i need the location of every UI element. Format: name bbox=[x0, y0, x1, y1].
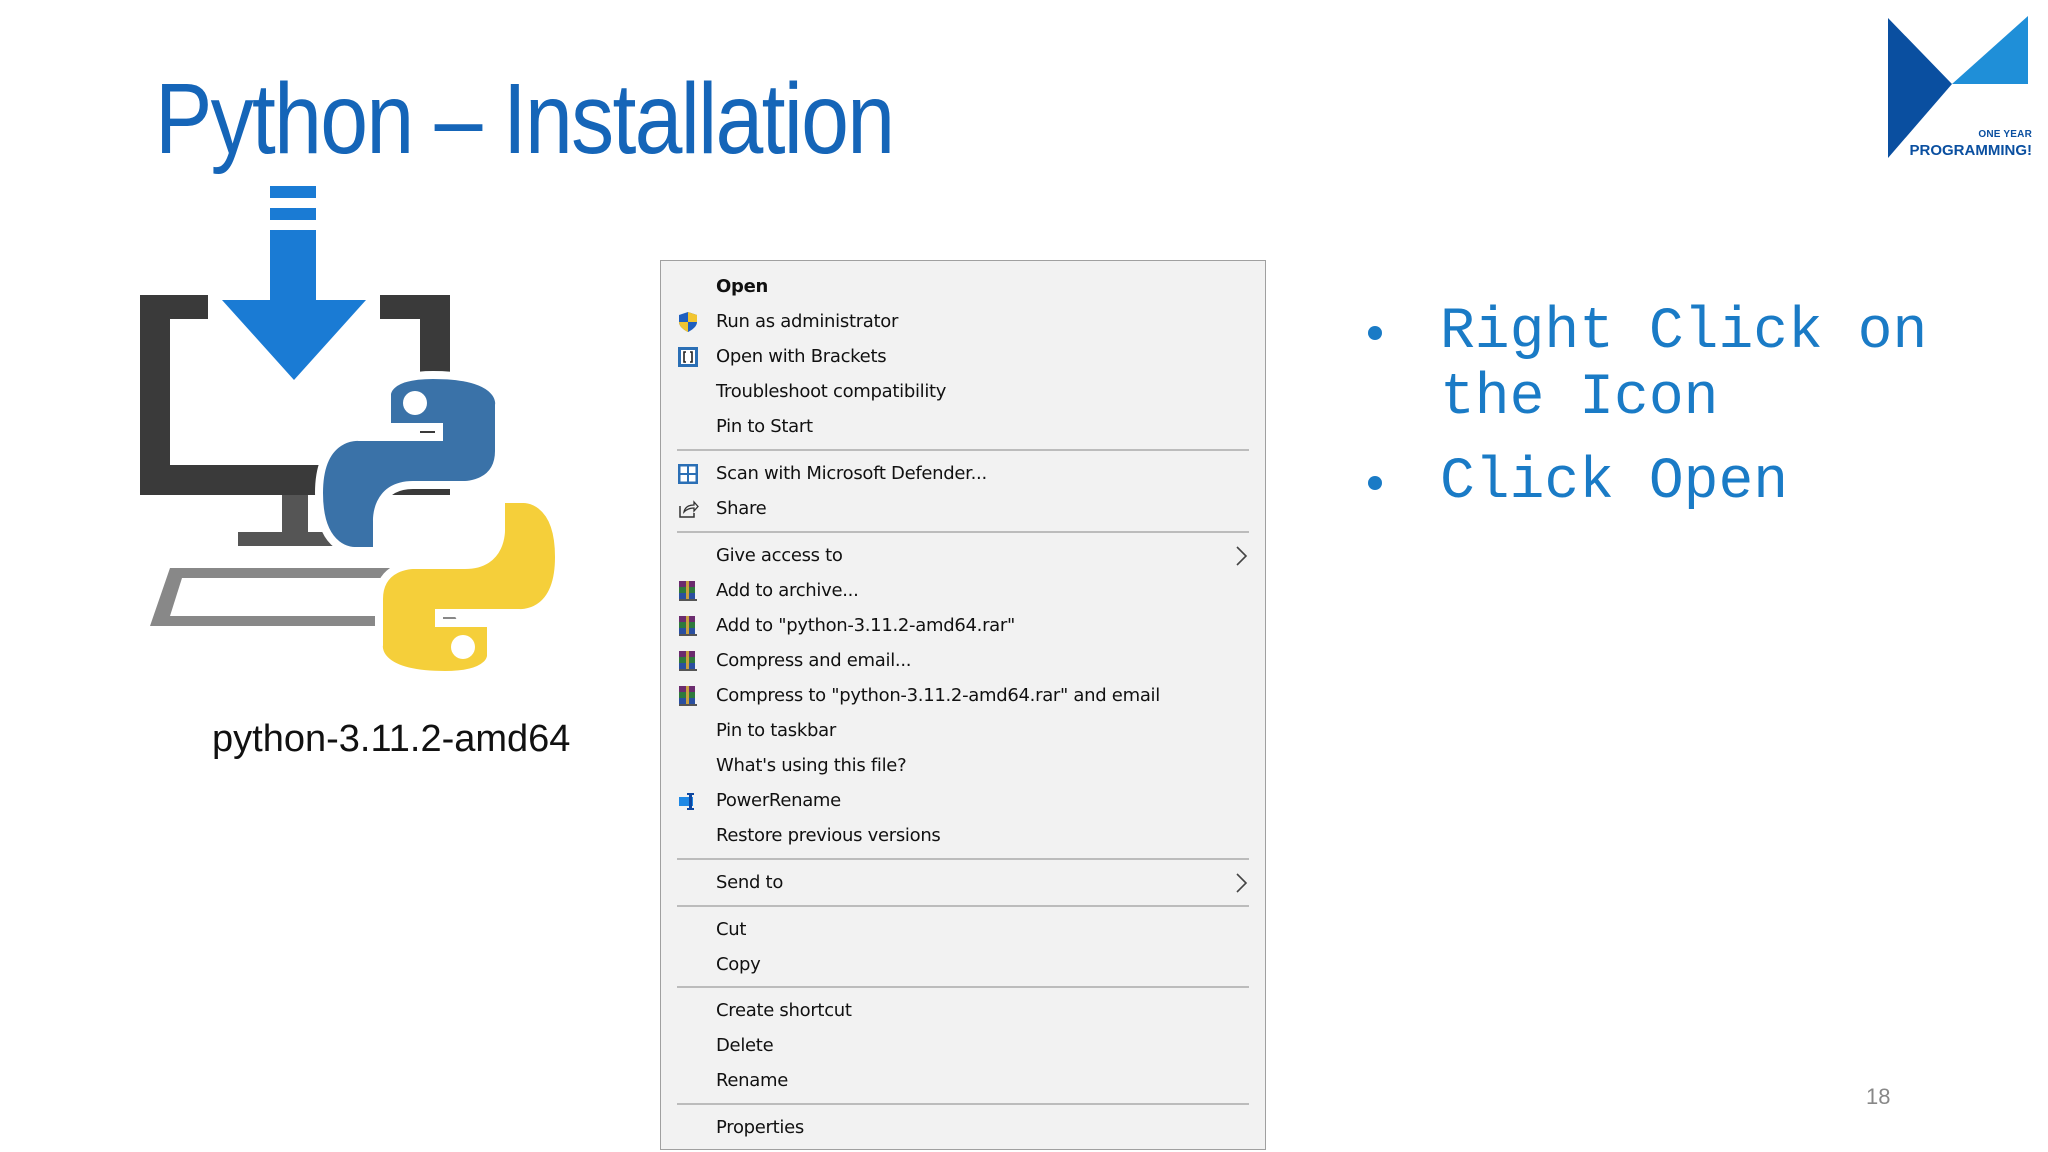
menu-item-cut[interactable]: Cut bbox=[661, 912, 1265, 947]
menu-item-add-to-archive[interactable]: Add to archive... bbox=[661, 573, 1265, 608]
menu-item-compress-and-email[interactable]: Compress and email... bbox=[661, 643, 1265, 678]
menu-item-label: Troubleshoot compatibility bbox=[716, 381, 947, 402]
monitor-icon bbox=[140, 295, 460, 626]
menu-item-label: Copy bbox=[716, 954, 761, 975]
menu-item-label: Scan with Microsoft Defender... bbox=[716, 463, 987, 484]
menu-item-create-shortcut[interactable]: Create shortcut bbox=[661, 993, 1265, 1028]
menu-item-label: Properties bbox=[716, 1117, 804, 1138]
menu-item-troubleshoot-compatibility[interactable]: Troubleshoot compatibility bbox=[661, 374, 1265, 409]
instruction-text: Click Open bbox=[1440, 450, 1789, 515]
uac-shield-icon bbox=[676, 310, 700, 334]
menu-item-run-as-administrator[interactable]: Run as administrator bbox=[661, 304, 1265, 339]
logo-line2: PROGRAMMING! bbox=[1909, 142, 2033, 159]
winrar-icon bbox=[676, 614, 700, 638]
menu-item-label: Pin to taskbar bbox=[716, 720, 836, 741]
brackets-icon bbox=[676, 345, 700, 369]
bullet-dot-icon bbox=[1368, 326, 1382, 340]
menu-item-label: Open bbox=[716, 276, 769, 297]
menu-item-pin-to-taskbar[interactable]: Pin to taskbar bbox=[661, 713, 1265, 748]
one-year-programming-logo: ONE YEAR PROGRAMMING! bbox=[1880, 16, 2032, 164]
menu-item-copy[interactable]: Copy bbox=[661, 947, 1265, 982]
chevron-right-icon bbox=[1231, 872, 1251, 894]
bullet-dot-icon bbox=[1368, 476, 1382, 490]
menu-separator bbox=[677, 858, 1249, 860]
menu-item-label: Cut bbox=[716, 919, 747, 940]
menu-item-share[interactable]: Share bbox=[661, 491, 1265, 526]
menu-item-label: Send to bbox=[716, 872, 784, 893]
menu-item-label: Restore previous versions bbox=[716, 825, 941, 846]
menu-item-label: Pin to Start bbox=[716, 416, 813, 437]
winrar-icon bbox=[676, 684, 700, 708]
menu-item-send-to[interactable]: Send to bbox=[661, 865, 1265, 900]
menu-item-label: Compress to "python-3.11.2-amd64.rar" an… bbox=[716, 685, 1160, 706]
menu-item-open-with-brackets[interactable]: Open with Brackets bbox=[661, 339, 1265, 374]
download-arrow-icon bbox=[222, 186, 366, 380]
installer-file-name: python-3.11.2-amd64 bbox=[212, 718, 571, 760]
menu-separator bbox=[677, 531, 1249, 533]
menu-item-label: Compress and email... bbox=[716, 650, 912, 671]
instructions-list: Right Click on the Icon Click Open bbox=[1360, 300, 1940, 534]
logo-mark-icon bbox=[1888, 16, 2028, 158]
menu-item-rename[interactable]: Rename bbox=[661, 1063, 1265, 1098]
menu-item-properties[interactable]: Properties bbox=[661, 1110, 1265, 1145]
menu-item-label: Give access to bbox=[716, 545, 843, 566]
page-number: 18 bbox=[1866, 1084, 1891, 1109]
winrar-icon bbox=[676, 579, 700, 603]
menu-item-powerrename[interactable]: PowerRename bbox=[661, 783, 1265, 818]
slide-title: Python – Installation bbox=[155, 63, 895, 175]
menu-item-label: Add to "python-3.11.2-amd64.rar" bbox=[716, 615, 1015, 636]
menu-separator bbox=[677, 986, 1249, 988]
python-logo-icon bbox=[314, 370, 564, 680]
menu-item-scan-with-microsoft-defender[interactable]: Scan with Microsoft Defender... bbox=[661, 456, 1265, 491]
menu-item-what-s-using-this-file[interactable]: What's using this file? bbox=[661, 748, 1265, 783]
winrar-icon bbox=[676, 649, 700, 673]
menu-item-compress-to-python-3-11-2-amd64-rar-and-email[interactable]: Compress to "python-3.11.2-amd64.rar" an… bbox=[661, 678, 1265, 713]
instruction-item: Right Click on the Icon bbox=[1360, 300, 1940, 432]
python-installer-icon[interactable] bbox=[130, 180, 660, 700]
menu-item-restore-previous-versions[interactable]: Restore previous versions bbox=[661, 818, 1265, 853]
menu-separator bbox=[677, 1103, 1249, 1105]
menu-item-add-to-python-3-11-2-amd64-rar[interactable]: Add to "python-3.11.2-amd64.rar" bbox=[661, 608, 1265, 643]
menu-item-label: Share bbox=[716, 498, 767, 519]
menu-item-label: Delete bbox=[716, 1035, 774, 1056]
instruction-item: Click Open bbox=[1360, 450, 1940, 516]
instruction-text: Right Click on the Icon bbox=[1440, 300, 1928, 431]
menu-item-label: Add to archive... bbox=[716, 580, 859, 601]
defender-icon bbox=[676, 462, 700, 486]
menu-item-label: PowerRename bbox=[716, 790, 841, 811]
menu-item-label: What's using this file? bbox=[716, 755, 907, 776]
chevron-right-icon bbox=[1231, 545, 1251, 567]
menu-item-delete[interactable]: Delete bbox=[661, 1028, 1265, 1063]
menu-item-give-access-to[interactable]: Give access to bbox=[661, 538, 1265, 573]
menu-separator bbox=[677, 905, 1249, 907]
menu-item-label: Run as administrator bbox=[716, 311, 899, 332]
menu-item-label: Open with Brackets bbox=[716, 346, 887, 367]
menu-separator bbox=[677, 449, 1249, 451]
menu-item-open[interactable]: Open bbox=[661, 269, 1265, 304]
share-icon bbox=[676, 497, 700, 521]
logo-line1: ONE YEAR bbox=[1978, 129, 2032, 140]
menu-item-label: Create shortcut bbox=[716, 1000, 852, 1021]
powerrename-icon bbox=[676, 789, 700, 813]
menu-item-label: Rename bbox=[716, 1070, 789, 1091]
menu-item-pin-to-start[interactable]: Pin to Start bbox=[661, 409, 1265, 444]
